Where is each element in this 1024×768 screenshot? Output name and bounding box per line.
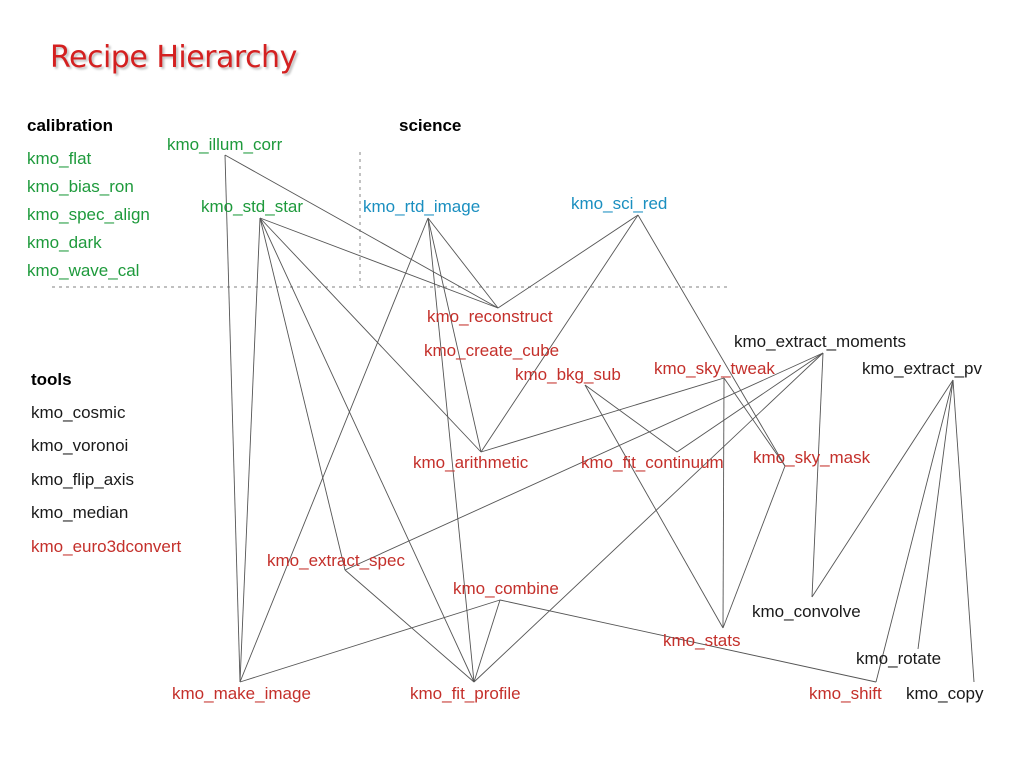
edge-std_star-to-reconstruct: [259, 217, 499, 309]
edge-extract_spec-to-fit_profile: [344, 569, 475, 683]
node-extract-pv: kmo_extract_pv: [862, 359, 982, 378]
node-fit-continuum: kmo_fit_continuum: [581, 453, 724, 472]
edge-illum_corr-to-reconstruct: [224, 154, 499, 309]
edge-std_star-to-fit_profile: [259, 217, 475, 683]
node-layer: kmo_flat kmo_bias_ron kmo_spec_align kmo_da…: [27, 135, 984, 703]
node-std-star: kmo_std_star: [201, 197, 303, 216]
page-title: Recipe Hierarchy: [50, 40, 297, 75]
node-voronoi: kmo_voronoi: [31, 436, 128, 455]
edge-sci_red-to-sky_mask: [637, 214, 786, 467]
tools-header: tools: [31, 370, 72, 389]
node-make-image: kmo_make_image: [172, 684, 311, 703]
node-cosmic: kmo_cosmic: [31, 403, 126, 422]
edge-sky_tweak-to-stats: [722, 377, 725, 629]
node-extract-moments: kmo_extract_moments: [734, 332, 906, 351]
node-reconstruct: kmo_reconstruct: [427, 307, 553, 326]
edge-extract_moments-to-fit_continuum: [676, 352, 824, 453]
node-sky-mask: kmo_sky_mask: [753, 448, 871, 467]
edge-std_star-to-arithmetic: [259, 217, 482, 453]
edge-rtd_image-to-make_image: [239, 217, 429, 683]
node-sci-red: kmo_sci_red: [571, 194, 667, 213]
science-header: science: [399, 116, 461, 135]
node-spec-align: kmo_spec_align: [27, 205, 150, 224]
edge-rtd_image-to-arithmetic: [427, 217, 482, 453]
calibration-header: calibration: [27, 116, 113, 135]
edge-sci_red-to-arithmetic: [480, 214, 639, 453]
edge-sky_mask-to-stats: [722, 465, 786, 629]
node-wave-cal: kmo_wave_cal: [27, 261, 139, 280]
node-illum-corr: kmo_illum_corr: [167, 135, 283, 154]
node-copy: kmo_copy: [906, 684, 984, 703]
edge-layer: [224, 154, 975, 683]
edge-extract_moments-to-fit_profile: [473, 352, 824, 683]
node-convolve: kmo_convolve: [752, 602, 861, 621]
node-fit-profile: kmo_fit_profile: [410, 684, 521, 703]
edge-extract_moments-to-convolve: [811, 352, 824, 598]
edge-rtd_image-to-fit_profile: [427, 217, 475, 683]
node-bias-ron: kmo_bias_ron: [27, 177, 134, 196]
node-flip-axis: kmo_flip_axis: [31, 470, 134, 489]
node-flat: kmo_flat: [27, 149, 92, 168]
edge-combine-to-shift: [499, 599, 877, 683]
edge-illum_corr-to-make_image: [224, 154, 241, 683]
section-dividers: [52, 152, 730, 288]
edge-bkg_sub-to-fit_continuum: [584, 384, 678, 453]
edge-extract_moments-to-extract_spec: [344, 352, 824, 571]
edge-std_star-to-extract_spec: [259, 217, 346, 571]
edge-sci_red-to-reconstruct: [497, 214, 639, 309]
node-sky-tweak: kmo_sky_tweak: [654, 359, 775, 378]
section-headers: calibration science tools: [27, 116, 461, 389]
node-extract-spec: kmo_extract_spec: [267, 551, 405, 570]
edge-combine-to-make_image: [239, 599, 501, 683]
node-arithmetic: kmo_arithmetic: [413, 453, 529, 472]
node-dark: kmo_dark: [27, 233, 102, 252]
edge-extract_pv-to-shift: [875, 379, 954, 683]
node-create-cube: kmo_create_cube: [424, 341, 559, 360]
node-combine: kmo_combine: [453, 579, 559, 598]
edge-combine-to-fit_profile: [473, 599, 501, 683]
node-shift: kmo_shift: [809, 684, 882, 703]
node-rotate: kmo_rotate: [856, 649, 941, 668]
edge-bkg_sub-to-stats: [584, 384, 724, 629]
edge-sky_tweak-to-sky_mask: [723, 377, 786, 467]
edge-extract_pv-to-rotate: [917, 379, 954, 650]
edge-extract_pv-to-copy: [952, 379, 975, 683]
node-median: kmo_median: [31, 503, 128, 522]
edge-std_star-to-make_image: [239, 217, 261, 683]
node-bkg-sub: kmo_bkg_sub: [515, 365, 621, 384]
node-euro3dconvert: kmo_euro3dconvert: [31, 537, 182, 556]
edge-extract_pv-to-convolve: [811, 379, 954, 598]
edge-rtd_image-to-reconstruct: [427, 217, 499, 309]
node-rtd-image: kmo_rtd_image: [363, 197, 480, 216]
node-stats: kmo_stats: [663, 631, 740, 650]
